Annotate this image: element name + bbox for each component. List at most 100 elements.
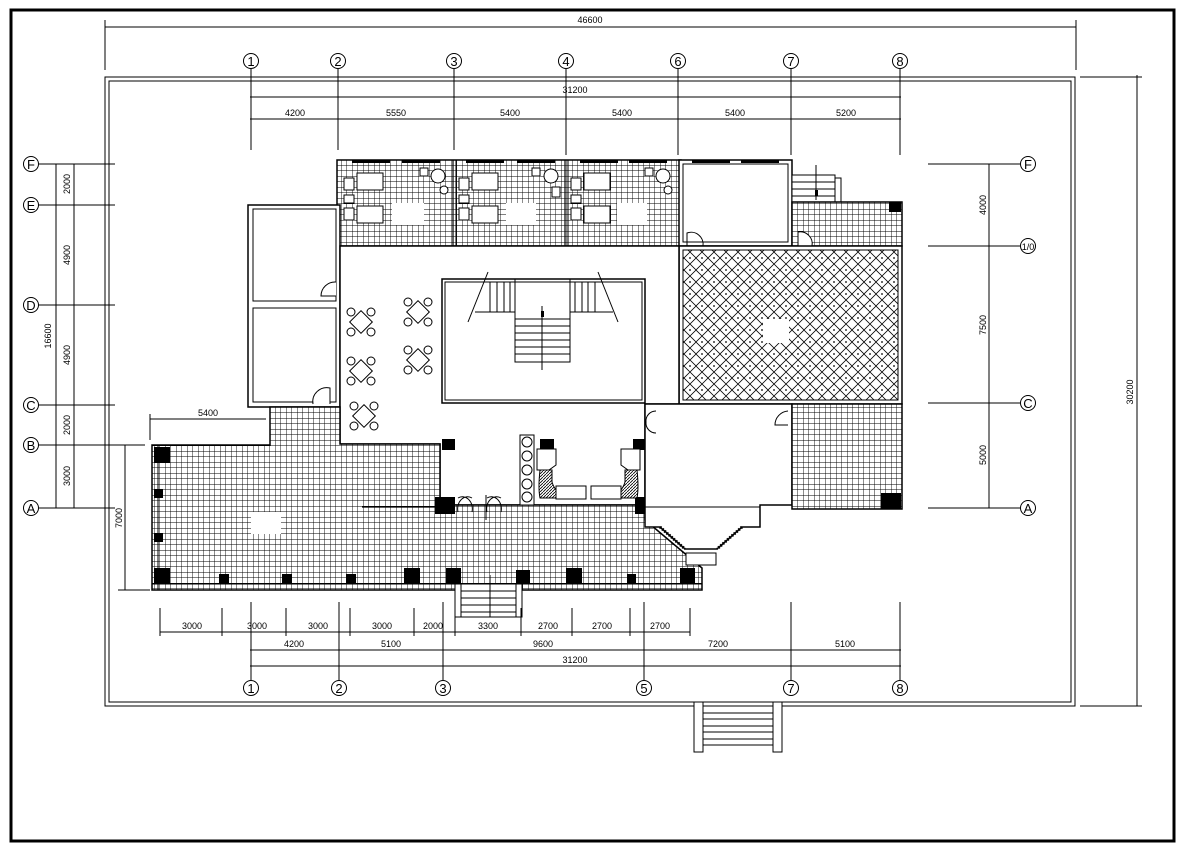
room-1-furniture (343, 167, 449, 225)
svg-text:5400: 5400 (198, 408, 218, 418)
svg-text:2: 2 (334, 54, 341, 69)
svg-text:7: 7 (787, 54, 794, 69)
top-overall-dimension: 46600 (104, 15, 1077, 70)
svg-text:4900: 4900 (62, 345, 72, 365)
svg-text:5000: 5000 (978, 445, 988, 465)
central-stairwell (441, 271, 646, 404)
axis-C-left: C (23, 397, 115, 413)
entrance-steps (454, 575, 523, 618)
svg-text:5550: 5550 (386, 108, 406, 118)
svg-text:2000: 2000 (62, 174, 72, 194)
top-axes-total-dimension: 31200 (250, 85, 901, 98)
svg-text:5400: 5400 (612, 108, 632, 118)
svg-text:9600: 9600 (533, 639, 553, 649)
svg-text:3000: 3000 (308, 621, 328, 631)
svg-text:F: F (27, 157, 35, 172)
svg-text:A: A (1024, 501, 1033, 516)
svg-text:1: 1 (247, 54, 254, 69)
svg-text:5200: 5200 (836, 108, 856, 118)
svg-text:F: F (1024, 157, 1032, 172)
svg-text:8: 8 (896, 681, 903, 696)
svg-text:B: B (27, 438, 36, 453)
top-segment-dimensions: 4200 5550 5400 5400 5400 5200 (250, 108, 901, 120)
svg-text:1/0: 1/0 (1022, 242, 1035, 252)
axis-F-right: F (928, 156, 1036, 172)
svg-text:8: 8 (896, 54, 903, 69)
right-axis-markers: F 1/0 C A 4000 7500 5000 30200 (928, 75, 1142, 707)
axis-C-right: C (928, 395, 1036, 411)
axis-1-0-right: 1/0 (928, 238, 1036, 254)
parquet-hall (678, 245, 903, 405)
svg-text:3000: 3000 (372, 621, 392, 631)
axis-A-right: A (928, 500, 1036, 516)
svg-text:E: E (27, 198, 36, 213)
top-axis-markers: 1 2 3 4 6 7 8 (243, 53, 908, 155)
left-dimension-chains: 16600 2000 4900 4900 2000 3000 7000 5400 (43, 164, 266, 591)
axis-3-bottom: 3 (435, 602, 451, 696)
main-tiled-terrace (151, 406, 901, 591)
svg-text:4200: 4200 (284, 639, 304, 649)
dining-tables (346, 297, 433, 431)
svg-text:3000: 3000 (182, 621, 202, 631)
left-axis-markers: F E D C B A (23, 156, 145, 516)
svg-text:16600: 16600 (43, 323, 53, 348)
svg-text:4200: 4200 (285, 108, 305, 118)
room-2-furniture (458, 167, 561, 225)
axis-E-left: E (23, 197, 115, 213)
svg-text:4: 4 (562, 54, 569, 69)
site-entrance-steps (693, 701, 783, 753)
svg-text:2700: 2700 (650, 621, 670, 631)
svg-text:4900: 4900 (62, 245, 72, 265)
room-3-furniture (570, 167, 673, 225)
svg-text:5400: 5400 (500, 108, 520, 118)
axis-A-left: A (23, 500, 115, 516)
axis-8-top: 8 (892, 53, 908, 155)
axis-6-top: 6 (670, 53, 686, 155)
svg-text:D: D (26, 298, 35, 313)
axis-5-bottom: 5 (636, 602, 652, 696)
left-service-rooms (247, 204, 341, 408)
svg-text:5100: 5100 (835, 639, 855, 649)
svg-text:6: 6 (674, 54, 681, 69)
svg-text:C: C (26, 398, 35, 413)
entrance-doors (457, 495, 502, 520)
svg-text:2000: 2000 (423, 621, 443, 631)
svg-text:4000: 4000 (978, 195, 988, 215)
svg-text:5400: 5400 (725, 108, 745, 118)
svg-text:2700: 2700 (592, 621, 612, 631)
svg-text:7000: 7000 (114, 508, 124, 528)
svg-text:A: A (27, 501, 36, 516)
bottom-axis-markers: 1 2 3 5 7 8 (243, 602, 908, 696)
axis-F-left: F (23, 156, 115, 172)
axis-7-top: 7 (783, 53, 799, 155)
building (151, 159, 903, 618)
svg-text:2000: 2000 (62, 415, 72, 435)
svg-text:3: 3 (450, 54, 457, 69)
svg-text:7: 7 (787, 681, 794, 696)
sheet-border (9, 8, 1176, 843)
axis-4-top: 4 (558, 53, 574, 155)
svg-text:30200: 30200 (1125, 379, 1135, 404)
storage-room-top-right (678, 159, 793, 247)
svg-text:2700: 2700 (538, 621, 558, 631)
reception-counter (519, 434, 641, 506)
svg-text:1: 1 (247, 681, 254, 696)
dim-31200-top: 31200 (562, 85, 587, 95)
axis-8-bottom: 8 (892, 602, 908, 696)
axis-B-left: B (23, 437, 145, 453)
axis-2-top: 2 (330, 53, 346, 150)
svg-text:5100: 5100 (381, 639, 401, 649)
axis-1-bottom: 1 (243, 602, 259, 696)
axis-D-left: D (23, 297, 115, 313)
svg-text:3: 3 (439, 681, 446, 696)
svg-text:3000: 3000 (247, 621, 267, 631)
site-boundary (104, 76, 1076, 707)
dim-46600: 46600 (577, 15, 602, 25)
svg-text:5: 5 (640, 681, 647, 696)
axis-7-bottom: 7 (783, 602, 799, 696)
svg-text:C: C (1023, 396, 1032, 411)
guest-rooms (336, 159, 682, 247)
svg-text:7500: 7500 (978, 315, 988, 335)
axis-3-top: 3 (446, 53, 462, 150)
